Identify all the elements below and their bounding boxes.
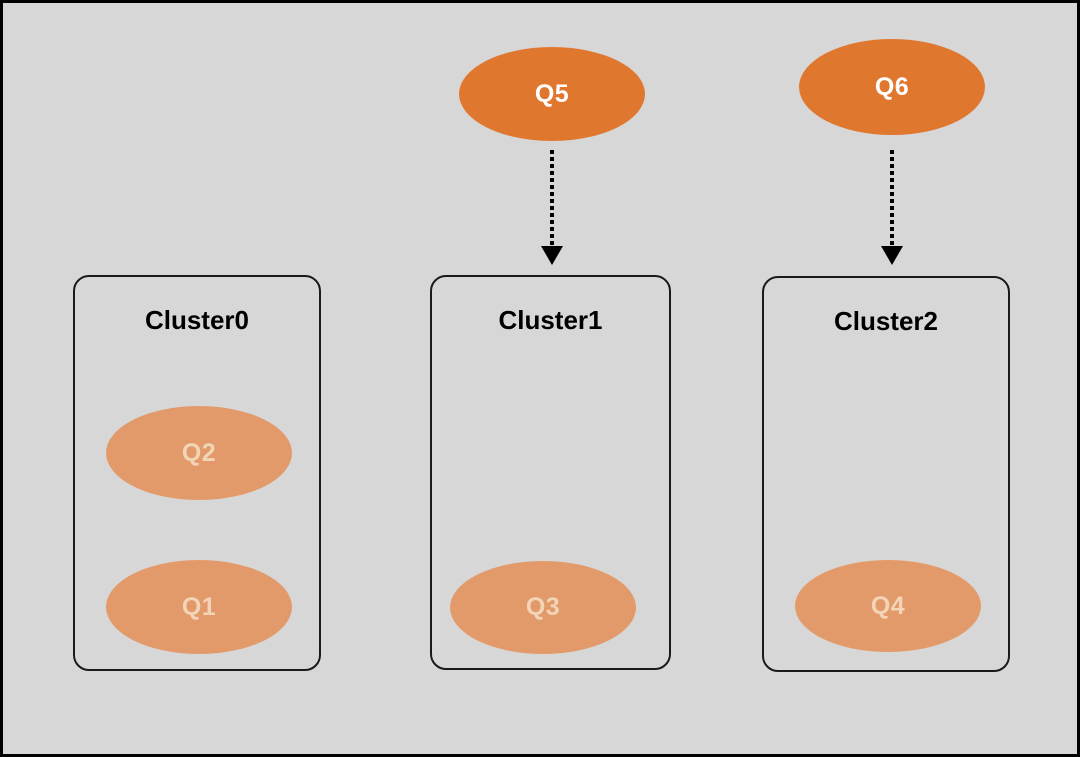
dotted-edge-q6-to-cluster2 (890, 150, 894, 246)
cluster-title: Cluster0 (144, 305, 250, 335)
node-ellipse-q2: Q2 (106, 406, 292, 500)
cluster-title: Cluster1 (498, 305, 603, 335)
node-ellipse-q1: Q1 (106, 560, 292, 654)
dotted-edge-q5-to-cluster1 (550, 150, 554, 246)
node-ellipse-q4: Q4 (795, 560, 981, 652)
node-ellipse-q6: Q6 (799, 39, 985, 135)
node-label: Q1 (181, 592, 217, 621)
node-label: Q5 (534, 79, 570, 108)
node-label: Q2 (181, 438, 217, 467)
node-label: Q3 (525, 593, 561, 621)
node-label: Q6 (874, 72, 910, 101)
arrowhead-down-icon (881, 246, 903, 265)
node-ellipse-q3: Q3 (450, 561, 636, 654)
cluster-title: Cluster2 (833, 306, 939, 336)
node-label: Q4 (870, 591, 906, 620)
arrowhead-down-icon (541, 246, 563, 265)
node-ellipse-q5: Q5 (459, 47, 645, 141)
